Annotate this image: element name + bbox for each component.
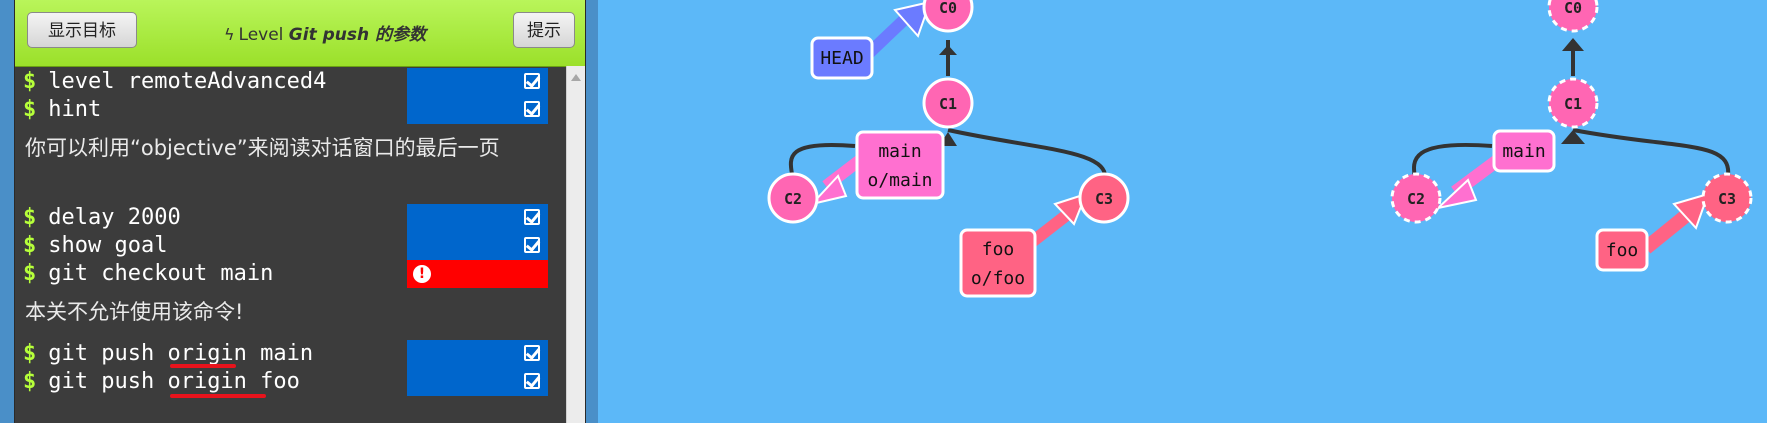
command-text: show goal xyxy=(48,233,168,258)
command-text: git push origin main xyxy=(48,341,314,366)
prompt-symbol: $ xyxy=(23,97,37,122)
goal-commit-c1: C1 xyxy=(1547,77,1599,129)
main-ref-label: main xyxy=(878,141,921,162)
current-tree: C0 C1 C2 C3 HEAD main o/main foo o/foo xyxy=(767,0,1130,298)
commit-c0-label: C0 xyxy=(939,0,957,17)
goal-foo-arrowhead xyxy=(1672,192,1710,230)
goal-foo-ref-label: foo xyxy=(1606,240,1639,261)
status-success xyxy=(407,340,548,368)
annotation-underline xyxy=(170,364,236,368)
goal-edge-c3-c1 xyxy=(1572,128,1731,177)
prompt-symbol: $ xyxy=(23,205,37,230)
main-ref[interactable]: main o/main xyxy=(855,130,945,200)
goal-main-arrowhead xyxy=(1434,178,1478,210)
edge-c3-c1 xyxy=(947,128,1108,181)
level-prefix: Level xyxy=(238,25,284,45)
command-text: hint xyxy=(48,97,102,122)
status-error: ! xyxy=(407,260,548,288)
error-message: 本关不允许使用该命令! xyxy=(25,300,244,324)
command-text: delay 2000 xyxy=(48,205,181,230)
goal-main-ref-label: main xyxy=(1502,141,1545,162)
command-text: git checkout main xyxy=(48,261,274,286)
commit-c1[interactable]: C1 xyxy=(922,77,974,129)
commit-c3-label: C3 xyxy=(1095,190,1113,208)
status-success xyxy=(407,232,548,260)
check-icon xyxy=(524,209,540,225)
edge-arrow-c0 xyxy=(939,45,957,55)
origin-foo-ref-label: o/foo xyxy=(971,268,1025,289)
hint-button[interactable]: 提示 xyxy=(513,12,575,48)
prompt-symbol: $ xyxy=(23,341,37,366)
foo-ref[interactable]: foo o/foo xyxy=(959,228,1037,298)
prompt-symbol: $ xyxy=(23,261,37,286)
commit-c2-label: C2 xyxy=(784,190,802,208)
goal-commit-c0: C0 xyxy=(1547,0,1599,33)
head-ref-label: HEAD xyxy=(820,48,863,69)
command-row: $ show goal xyxy=(15,232,567,260)
commit-c0[interactable]: C0 xyxy=(922,0,974,33)
goal-commit-c3-label: C3 xyxy=(1718,190,1736,208)
foo-ref-label: foo xyxy=(982,239,1015,260)
main-arrowhead xyxy=(809,174,848,206)
level-name: Git push 的参数 xyxy=(288,25,427,45)
head-ref[interactable]: HEAD xyxy=(810,36,874,80)
lightning-bolt-icon: ϟ xyxy=(223,25,235,44)
goal-edge-c2-c1 xyxy=(1411,142,1493,179)
check-icon xyxy=(524,373,540,389)
status-success xyxy=(407,204,548,232)
goal-commit-c2-label: C2 xyxy=(1407,190,1425,208)
goal-edge-arrow-c1 xyxy=(1561,130,1585,144)
command-text: level remoteAdvanced4 xyxy=(48,69,327,94)
command-history: $ level remoteAdvanced4 $ hint 你可以利用“objec… xyxy=(15,66,567,423)
goal-commit-c3: C3 xyxy=(1701,172,1753,224)
check-icon xyxy=(524,237,540,253)
command-row: $ git push origin main xyxy=(15,340,567,368)
goal-commit-c0-label: C0 xyxy=(1564,0,1582,17)
foo-arrowhead xyxy=(1053,192,1088,226)
commit-c2[interactable]: C2 xyxy=(767,172,819,224)
check-icon xyxy=(524,73,540,89)
origin-main-ref-label: o/main xyxy=(867,170,932,191)
goal-main-ref: main xyxy=(1492,129,1556,173)
prompt-symbol: $ xyxy=(23,233,37,258)
commit-c3[interactable]: C3 xyxy=(1078,172,1130,224)
goal-edge-arrow-c0 xyxy=(1562,38,1584,51)
goal-commit-c2: C2 xyxy=(1390,172,1442,224)
prompt-symbol: $ xyxy=(23,69,37,94)
check-icon xyxy=(524,101,540,117)
head-arrowhead xyxy=(893,0,932,38)
error-icon: ! xyxy=(413,265,431,283)
command-row: $ git checkout main ! xyxy=(15,260,567,288)
show-goal-button[interactable]: 显示目标 xyxy=(27,12,137,48)
status-success xyxy=(407,68,548,96)
command-row: $ delay 2000 xyxy=(15,204,567,232)
commit-c1-label: C1 xyxy=(939,95,957,113)
status-success xyxy=(407,96,548,124)
command-row: $ hint xyxy=(15,96,567,124)
command-text: git push origin foo xyxy=(48,369,300,394)
foo-arrow xyxy=(1028,209,1072,247)
scroll-up-arrow-icon[interactable] xyxy=(571,74,581,81)
hint-message: 你可以利用“objective”来阅读对话窗口的最后一页 xyxy=(25,136,500,160)
prompt-symbol: $ xyxy=(23,369,37,394)
goal-tree: C0 C1 C2 C3 main foo xyxy=(1390,0,1753,272)
goal-foo-ref: foo xyxy=(1595,228,1649,272)
goal-foo-arrow xyxy=(1641,208,1693,254)
annotation-underline xyxy=(170,394,266,398)
status-success xyxy=(407,368,548,396)
check-icon xyxy=(524,345,540,361)
command-row: $ level remoteAdvanced4 xyxy=(15,68,567,96)
goal-commit-c1-label: C1 xyxy=(1564,95,1582,113)
console-scrollbar[interactable] xyxy=(566,66,585,423)
command-row: $ git push origin foo xyxy=(15,368,567,396)
